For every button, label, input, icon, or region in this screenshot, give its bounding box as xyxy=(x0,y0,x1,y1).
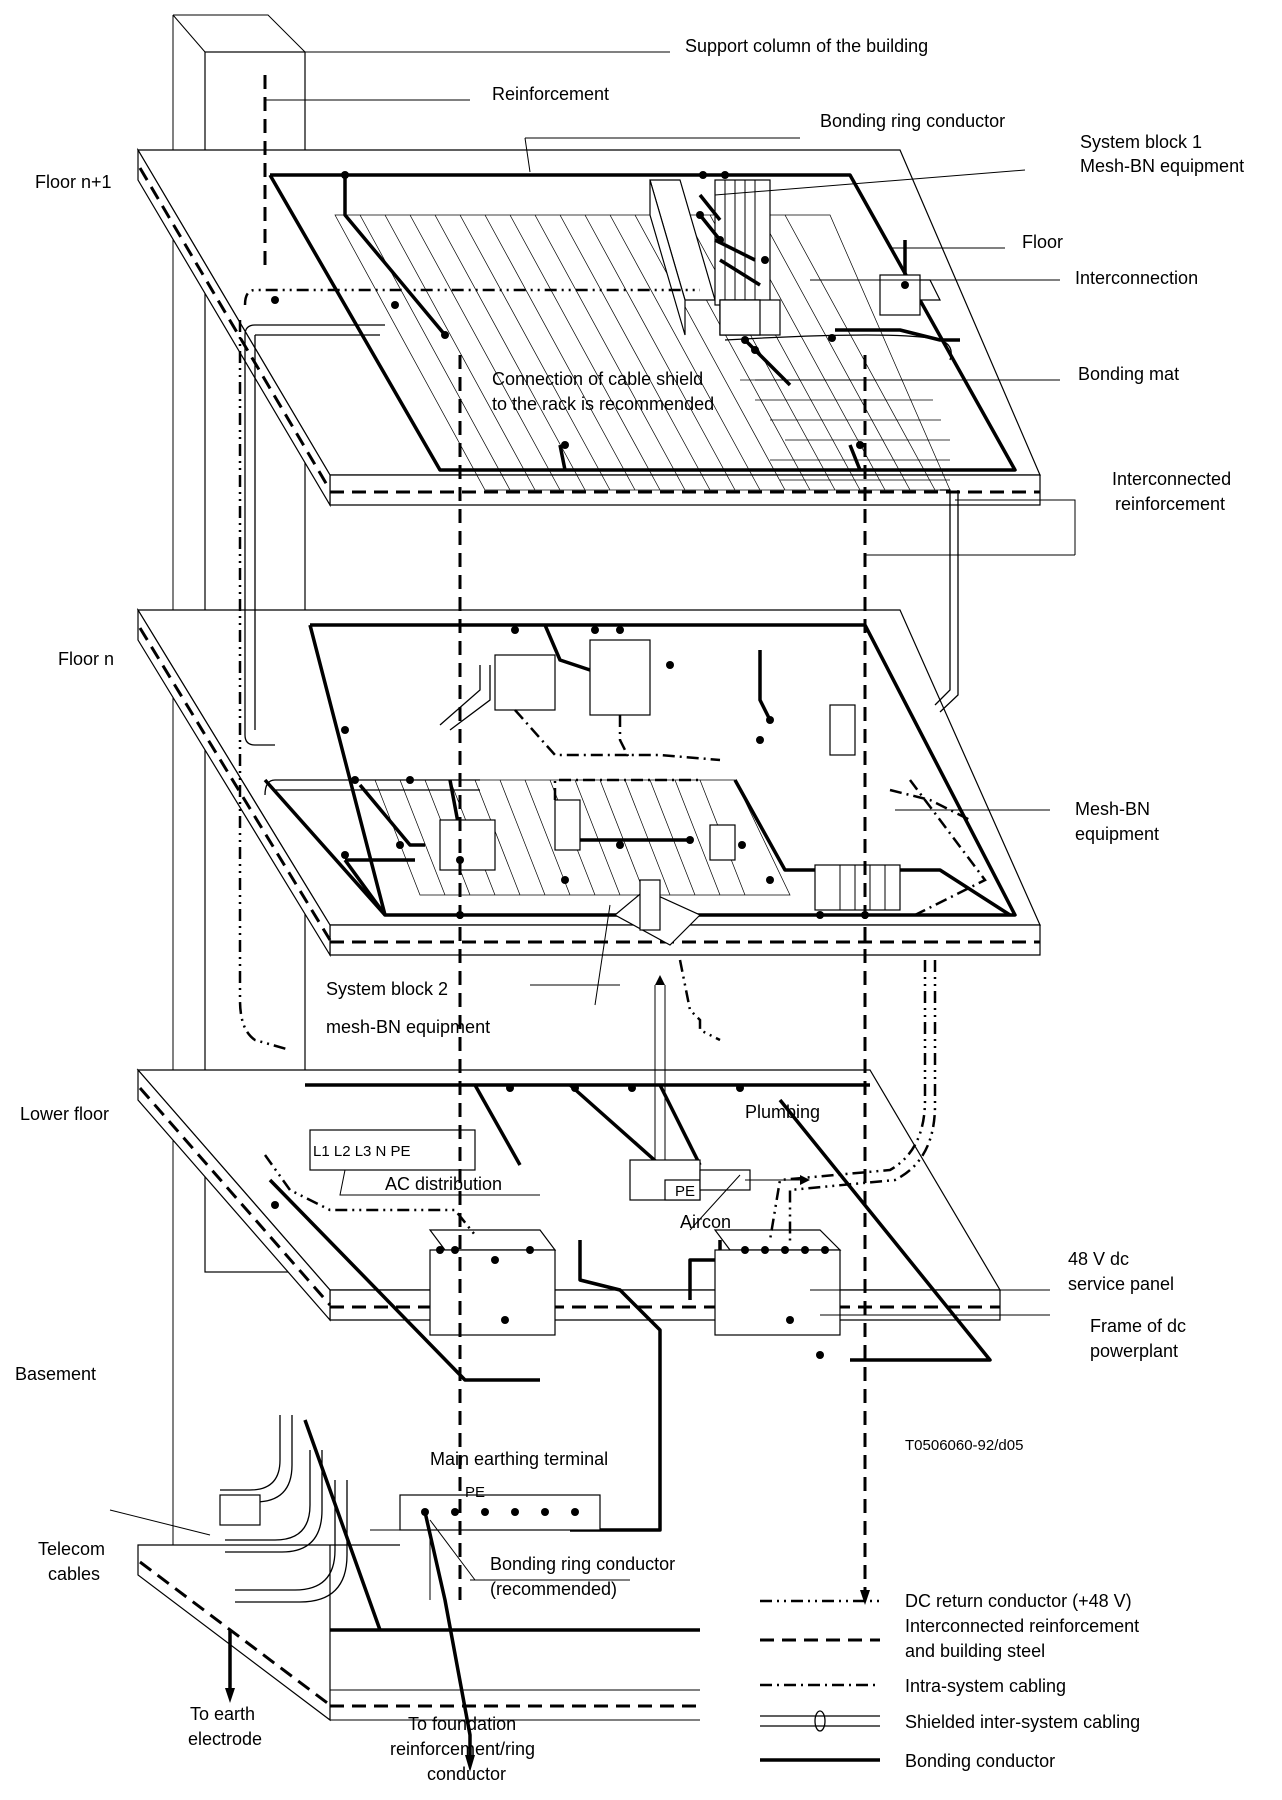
label-figure-code: T0506060-92/d05 xyxy=(905,1437,1023,1454)
label-interconnected-reinf-l2: reinforcement xyxy=(1115,494,1225,514)
legend-dc-return: DC return conductor (+48 V) xyxy=(905,1591,1132,1611)
label-ac-terminals: L1 L2 L3 N PE xyxy=(313,1143,411,1160)
legend-reinf-l2: and building steel xyxy=(905,1641,1045,1661)
legend-bonding: Bonding conductor xyxy=(905,1751,1055,1771)
legend-reinf-l1: Interconnected reinforcement xyxy=(905,1616,1139,1636)
lower-floor-slab xyxy=(136,1068,1002,1322)
label-system-block2-l2: mesh-BN equipment xyxy=(326,1017,490,1037)
lower-floor-dots xyxy=(271,1084,829,1359)
label-dc-frame-l1: Frame of dc xyxy=(1090,1316,1186,1336)
ac-distribution-panel xyxy=(309,1129,476,1171)
label-main-earthing: Main earthing terminal xyxy=(430,1449,608,1469)
label-mesh-bn-l1: Mesh-BN xyxy=(1075,799,1150,819)
label-aircon-pe: PE xyxy=(675,1183,695,1200)
label-interconnection: Interconnection xyxy=(1075,268,1198,288)
label-service-panel-l2: service panel xyxy=(1068,1274,1174,1294)
label-bonding-rec-l1: Bonding ring conductor xyxy=(490,1554,675,1574)
label-earth-l2: electrode xyxy=(188,1729,262,1749)
floor-n-dots xyxy=(341,626,869,919)
legend-lines xyxy=(760,1599,880,1762)
legend-shielded: Shielded inter-system cabling xyxy=(905,1712,1140,1732)
label-service-panel-l1: 48 V dc xyxy=(1068,1249,1129,1269)
aircon-unit xyxy=(629,1159,810,1201)
label-system-block1-l1: System block 1 xyxy=(1080,132,1202,152)
label-foundation-l3: conductor xyxy=(427,1764,506,1784)
leader-lines xyxy=(109,51,1076,1600)
label-interconnected-reinf-l1: Interconnected xyxy=(1112,469,1231,489)
label-telecom-l2: cables xyxy=(48,1564,100,1584)
label-bonding-ring: Bonding ring conductor xyxy=(820,111,1005,131)
label-basement: Basement xyxy=(15,1364,96,1384)
label-floor-n1: Floor n+1 xyxy=(35,172,112,192)
label-cable-shield-l2: to the rack is recommended xyxy=(492,394,714,414)
label-support-column: Support column of the building xyxy=(685,36,928,56)
label-floor-n: Floor n xyxy=(58,649,114,669)
telecom-cables xyxy=(219,1415,348,1603)
label-pe: PE xyxy=(465,1484,485,1501)
basement-slab xyxy=(137,1544,700,1722)
label-foundation-l2: reinforcement/ring xyxy=(390,1739,535,1759)
label-plumbing: Plumbing xyxy=(745,1102,820,1122)
shielded-cables xyxy=(244,324,959,796)
label-reinforcement: Reinforcement xyxy=(492,84,609,104)
label-system-block2-l1: System block 2 xyxy=(326,979,448,999)
floor-n-intra xyxy=(514,709,987,917)
label-lower-floor: Lower floor xyxy=(20,1104,109,1124)
dc-powerplant-frames xyxy=(428,1229,842,1336)
label-bonding-rec-l2: (recommended) xyxy=(490,1579,617,1599)
reinforcement-risers xyxy=(263,75,870,1605)
floor-n-slab xyxy=(136,607,1041,958)
label-cable-shield-l1: Connection of cable shield xyxy=(492,369,703,389)
legend-intra: Intra-system cabling xyxy=(905,1676,1066,1696)
label-telecom-l1: Telecom xyxy=(38,1539,105,1559)
floor-n-equipment xyxy=(439,639,901,946)
label-earth-l1: To earth xyxy=(190,1704,255,1724)
dc-return-cables xyxy=(238,288,937,1245)
label-floor: Floor xyxy=(1022,232,1063,252)
label-aircon: Aircon xyxy=(680,1212,731,1232)
label-ac-distribution: AC distribution xyxy=(385,1174,502,1194)
floor-n1-connections xyxy=(271,171,960,449)
label-dc-frame-l2: powerplant xyxy=(1090,1341,1178,1361)
label-bonding-mat: Bonding mat xyxy=(1078,364,1179,384)
aircon-pipe xyxy=(654,975,666,1160)
label-foundation-l1: To foundation xyxy=(408,1714,516,1734)
label-mesh-bn-l2: equipment xyxy=(1075,824,1159,844)
label-system-block1-l2: Mesh-BN equipment xyxy=(1080,156,1244,176)
